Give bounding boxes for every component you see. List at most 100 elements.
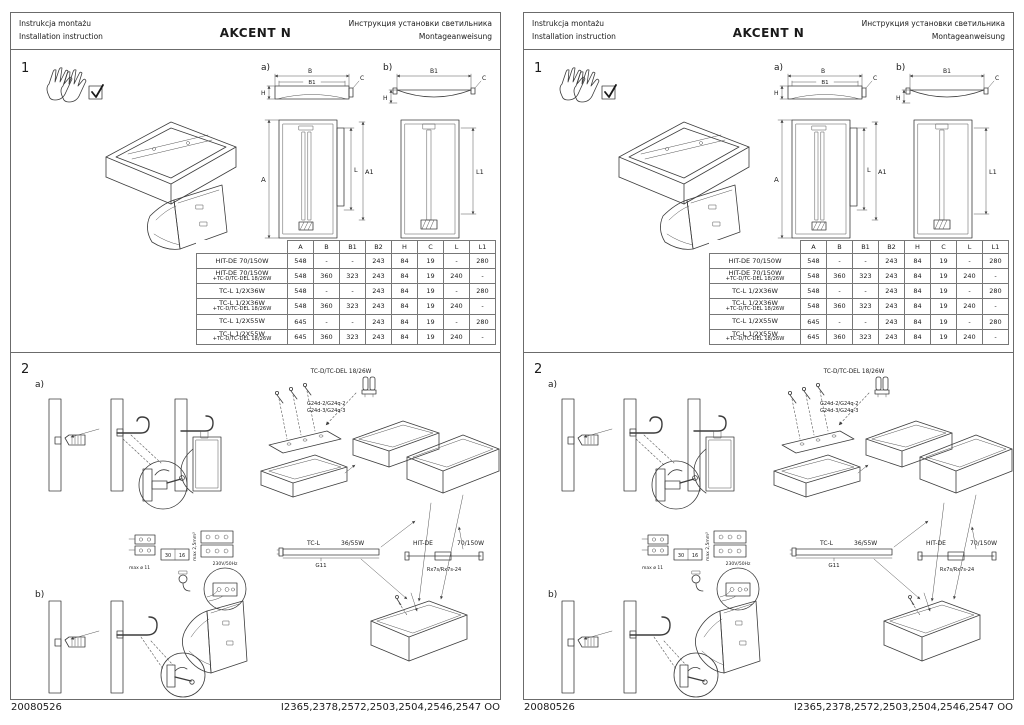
dimension-value: 84 — [391, 328, 418, 345]
detail-circle-bracket — [673, 652, 719, 698]
page-content: Instrukcja montażu Installation instruct… — [10, 12, 501, 700]
hit-wattage: 70/150W — [457, 540, 484, 547]
table-corner — [710, 241, 801, 254]
dimension-value: - — [469, 328, 496, 345]
dimension-value: 19 — [417, 253, 444, 269]
dim-label-C-b: C — [482, 75, 486, 82]
mounting-bracket-drawing — [268, 430, 342, 454]
dim-label-A1: A1 — [365, 168, 374, 176]
tcl-wattage: 36/55W — [854, 540, 877, 547]
dimension-value: - — [469, 298, 496, 315]
dimension-value: 243 — [878, 328, 905, 345]
dimension-value: - — [339, 253, 366, 269]
dimension-value: - — [469, 267, 496, 285]
dimension-value: 240 — [443, 298, 470, 315]
dimension-value: - — [313, 283, 340, 300]
voltage-label: 230V/50Hz — [726, 561, 751, 567]
dimension-value: 84 — [391, 313, 418, 330]
dimension-value: 84 — [391, 298, 418, 315]
dimension-value: - — [956, 313, 983, 330]
wall-step2-hook — [110, 398, 188, 510]
dimension-diagram-b: b) B1 C H L1 — [896, 63, 999, 239]
screws-exploded — [274, 382, 316, 440]
dim-label-B: B — [308, 68, 312, 75]
dim-label-B1-b: B1 — [943, 68, 951, 75]
section-2-mounting: 2 a) b) TC-D/TC-DEL 18/26W G24d-2/G24q-2… — [11, 353, 500, 701]
dimension-value: 280 — [469, 313, 496, 330]
terminal-cluster: 30 16 max ø 11 max 2,5mm² 230V/50Hz — [128, 530, 247, 611]
section2-drawings: 2 a) b) TC-D/TC-DEL 18/26W G24d-2/G24q-2… — [21, 362, 500, 698]
dimension-value: 19 — [930, 267, 957, 285]
dimension-value: - — [443, 283, 470, 300]
detail-circle-hook — [651, 460, 701, 510]
dimension-value: - — [956, 253, 983, 269]
strip-length-30: 30 — [165, 553, 171, 559]
dimension-value: 548 — [287, 298, 314, 315]
cable-diameter-note: max ø 11 — [642, 565, 663, 571]
hit-name: HIT-DE — [413, 540, 433, 547]
wall-step1-dowel — [48, 398, 100, 492]
wall-stepb2-hook-fixture — [623, 600, 761, 698]
dimension-value: 84 — [391, 283, 418, 300]
gear-tray-drawing — [260, 454, 348, 498]
dimension-value: 19 — [930, 253, 957, 269]
dim-label-H-b: H — [383, 95, 388, 102]
footer-reference-code: I2365,2378,2572,2503,2504,2546,2547 OO — [280, 702, 500, 713]
dimension-value: - — [443, 253, 470, 269]
dimension-value: 19 — [930, 283, 957, 300]
diagram-a-label: a) — [261, 63, 270, 73]
dimension-value: 243 — [878, 283, 905, 300]
tcl-name: TC-L — [819, 540, 834, 547]
dimension-value: 84 — [904, 298, 931, 315]
hit-base-label: Rx7s/Rx7s-24 — [427, 567, 461, 573]
table-header-cell: C — [417, 240, 444, 254]
dimension-value: 243 — [878, 298, 905, 315]
dimension-value: - — [339, 283, 366, 300]
dimension-value: 240 — [443, 328, 470, 345]
dimension-value: 548 — [287, 283, 314, 300]
dim-label-A1: A1 — [878, 168, 887, 176]
dimension-value: 645 — [287, 313, 314, 330]
table-header-cell: B1 — [339, 240, 366, 254]
tcd-lamp-label: TC-D/TC-DEL 18/26W — [823, 369, 885, 375]
hit-wattage: 70/150W — [970, 540, 997, 547]
table-header-cell: A — [287, 240, 314, 254]
detail-circle-bracket — [160, 652, 206, 698]
cable-diameter-note: max ø 11 — [129, 565, 150, 571]
header-right-block: Инструкция установки светильника Montage… — [862, 17, 1005, 43]
dimension-diagram-a: a) B B1 C H — [261, 63, 374, 239]
voltage-label: 230V/50Hz — [213, 561, 238, 567]
table-header-cell: L1 — [469, 240, 496, 254]
table-header-cell: B2 — [878, 240, 905, 254]
footer-reference-code: I2365,2378,2572,2503,2504,2546,2547 OO — [793, 702, 1013, 713]
header-line-ru: Инструкция установки светильника — [861, 19, 1005, 28]
dimension-value: - — [826, 313, 853, 330]
header-left-block: Instrukcja montażu Installation instruct… — [19, 17, 103, 43]
table-header-cell: B — [313, 240, 340, 254]
header-line-de: Montageanweisung — [931, 32, 1005, 41]
socket-type-2: G24d-3/G24q-3 — [307, 408, 345, 414]
tcl-lamp-group: TC-L 36/55W G11 — [789, 520, 929, 600]
lamp-type-label: TC-L 1/2X36W — [196, 283, 288, 300]
compact-lamp-icon — [361, 376, 377, 398]
section2-number: 2 — [534, 362, 542, 377]
tcd-lamp-label: TC-D/TC-DEL 18/26W — [310, 369, 372, 375]
wall-step2-hook — [623, 398, 701, 510]
housing-box-bottom-drawing — [370, 592, 468, 662]
dimension-value: 84 — [904, 313, 931, 330]
wall-step1-dowel — [561, 398, 613, 492]
dimension-value: 243 — [878, 313, 905, 330]
dimension-value: 323 — [339, 298, 366, 315]
dimension-value: - — [956, 283, 983, 300]
table-header-cell: L1 — [982, 240, 1009, 254]
dimension-value: 19 — [930, 298, 957, 315]
dimension-value: 19 — [417, 328, 444, 345]
table-corner — [197, 241, 288, 254]
